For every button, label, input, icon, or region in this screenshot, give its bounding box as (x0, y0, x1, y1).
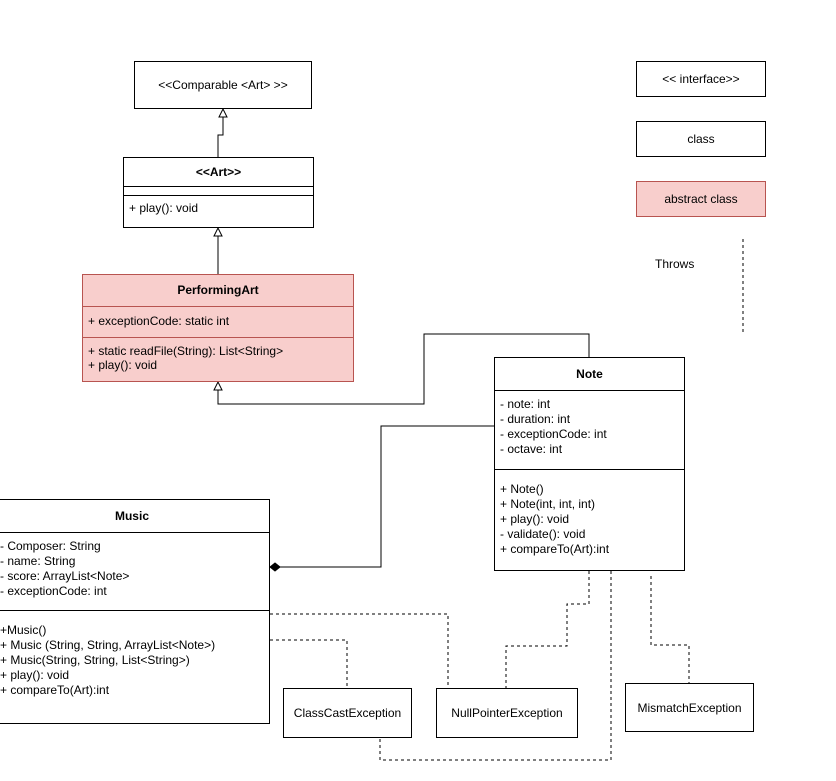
note-to-performingart-connector (217, 333, 590, 405)
comparable-interface-box[interactable]: <<Comparable <Art> >> (134, 61, 312, 109)
performingart-title: PerformingArt (177, 283, 259, 297)
performingart-class-box[interactable]: PerformingArt + exceptionCode: static in… (82, 274, 354, 382)
music-methods: +Music() + Music (String, String, ArrayL… (0, 610, 269, 702)
note-to-nullpointer-throws (505, 571, 590, 688)
legend-abstract-class-label: abstract class (664, 192, 738, 206)
legend-class-label: class (687, 132, 715, 146)
art-methods: + play(): void (124, 195, 313, 220)
music-class-box[interactable]: Music - Composer: String - name: String … (0, 499, 270, 724)
note-method: + compareTo(Art):int (500, 542, 610, 556)
note-method: + Note() (500, 482, 544, 496)
music-method: + compareTo(Art):int (0, 683, 110, 697)
music-to-classcast-throws (270, 639, 348, 688)
performingart-arrowhead (213, 380, 223, 391)
performingart-method: + play(): void (88, 358, 158, 372)
note-attribute: - exceptionCode: int (500, 427, 607, 441)
art-class-box[interactable]: <<Art>> + play(): void (123, 157, 314, 228)
note-methods: + Note() + Note(int, int, int) + play():… (495, 469, 684, 561)
legend-interface: << interface>> (636, 61, 766, 97)
music-to-nullpointer-throws (270, 613, 449, 688)
classcast-exception-box[interactable]: ClassCastException (283, 688, 412, 738)
music-title: Music (114, 509, 149, 523)
comparable-arrowhead (218, 107, 228, 118)
art-title: <<Art>> (195, 165, 242, 179)
art-arrowhead (213, 226, 223, 237)
music-note-composition (280, 425, 494, 568)
music-attribute: - Composer: String (0, 539, 101, 553)
music-method: + Music (String, String, ArrayList<Note>… (0, 638, 216, 652)
nullpointer-exception-box[interactable]: NullPointerException (436, 688, 578, 738)
note-attributes: - note: int - duration: int - exceptionC… (495, 390, 684, 469)
note-class-box[interactable]: Note - note: int - duration: int - excep… (494, 357, 685, 571)
mismatch-exception-label: MismatchException (637, 700, 742, 715)
performingart-methods: + static readFile(String): List<String> … (83, 337, 353, 376)
performingart-attributes: + exceptionCode: static int (83, 306, 353, 337)
music-method: + play(): void (0, 668, 70, 682)
legend-class: class (636, 121, 766, 157)
note-attribute: - duration: int (500, 412, 571, 426)
note-method: + play(): void (500, 512, 570, 526)
music-attribute: - exceptionCode: int (0, 584, 107, 598)
note-method: - validate(): void (500, 527, 586, 541)
legend-abstract-class: abstract class (636, 181, 766, 217)
art-method: + play(): void (129, 201, 199, 215)
nullpointer-exception-label: NullPointerException (451, 706, 563, 720)
music-method: + Music(String, String, List<String>) (0, 653, 190, 667)
performingart-method: + static readFile(String): List<String> (88, 344, 284, 358)
legend-interface-label: << interface>> (662, 72, 740, 86)
music-attribute: - score: ArrayList<Note> (0, 569, 130, 583)
music-method: +Music() (0, 623, 47, 637)
music-attributes: - Composer: String - name: String - scor… (0, 532, 269, 610)
note-title: Note (576, 367, 603, 381)
mismatch-exception-box[interactable]: MismatchException (625, 683, 754, 732)
legend-throws-label: Throws (655, 257, 695, 271)
note-attribute: - note: int (500, 397, 551, 411)
note-method: + Note(int, int, int) (500, 497, 596, 511)
comparable-title: <<Comparable <Art> >> (158, 78, 288, 92)
composition-diamond (269, 562, 281, 572)
classcast-exception-label: ClassCastException (293, 706, 402, 720)
note-to-mismatch-throws (650, 576, 690, 683)
art-to-comparable-connector (217, 117, 224, 157)
art-attribute-divider (124, 186, 313, 195)
note-attribute: - octave: int (500, 442, 563, 456)
music-attribute: - name: String (0, 554, 76, 568)
performingart-attribute: + exceptionCode: static int (88, 314, 230, 328)
